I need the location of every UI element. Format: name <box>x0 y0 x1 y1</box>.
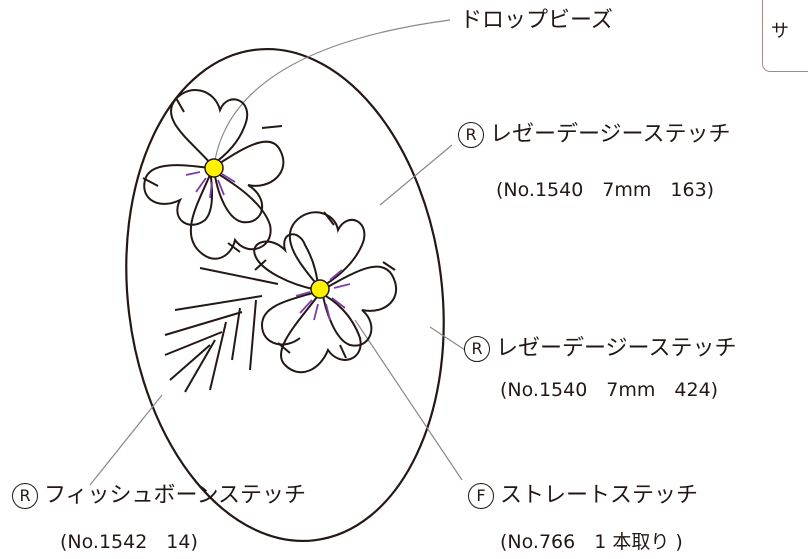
lower-petal-top <box>288 211 366 290</box>
lower-tack <box>339 344 347 359</box>
badge-r: R <box>464 336 490 362</box>
badge-r: R <box>12 483 38 509</box>
upper-tack <box>227 242 241 253</box>
fishbone-stitch <box>164 267 279 393</box>
badge-r: R <box>458 122 484 148</box>
lower-drop-bead <box>310 279 330 299</box>
lower-petal-bottom <box>279 291 362 374</box>
label-lazy-daisy-1-name: レゼーデージーステッチ <box>490 122 731 147</box>
upper-tack <box>142 177 159 187</box>
lower-tack <box>254 259 267 271</box>
label-fishbone-name: フィッシュボーンステッチ <box>44 483 307 508</box>
upper-flower <box>142 89 285 260</box>
lower-petal-lower-left <box>260 291 317 346</box>
corner-note-box: サ <box>762 0 808 72</box>
leader-drop-beads <box>213 19 451 167</box>
upper-drop-bead <box>204 158 224 178</box>
leader-fishbone <box>89 394 163 486</box>
label-straight-name: ストレートステッチ <box>500 483 699 508</box>
corner-note-text: サ <box>771 21 789 42</box>
upper-petal-left <box>143 164 213 226</box>
egg-outline <box>125 47 445 543</box>
upper-petal-top <box>169 89 249 167</box>
leader-lazy-daisy-2 <box>429 326 466 351</box>
upper-petal-right <box>212 140 285 224</box>
lower-flower <box>253 211 398 374</box>
lower-accent-stitches <box>295 269 351 321</box>
leader-straight <box>354 319 463 481</box>
badge-f: F <box>468 483 494 509</box>
lower-tack <box>277 342 291 354</box>
upper-accent-stitches <box>185 171 236 199</box>
upper-petal-bottom <box>189 168 272 260</box>
upper-tack <box>261 125 283 129</box>
lower-tack <box>323 211 335 226</box>
lower-petal-right <box>320 265 398 347</box>
lower-tack <box>382 261 396 271</box>
leader-lines <box>89 19 466 486</box>
label-fishbone-spec: (No.1542 14) <box>60 531 198 553</box>
label-drop-beads: ドロップビーズ <box>460 8 613 33</box>
lower-petal-left <box>253 233 320 292</box>
label-lazy-daisy-2-spec: (No.1540 7mm 424) <box>500 379 719 401</box>
label-lazy-daisy-2-name: レゼーデージーステッチ <box>496 336 737 361</box>
label-lazy-daisy-1-spec: (No.1540 7mm 163) <box>496 179 715 201</box>
label-straight-spec: (No.766 1 本取り ) <box>500 531 683 553</box>
upper-tack <box>175 97 185 113</box>
leader-lazy-daisy-1 <box>379 144 453 206</box>
